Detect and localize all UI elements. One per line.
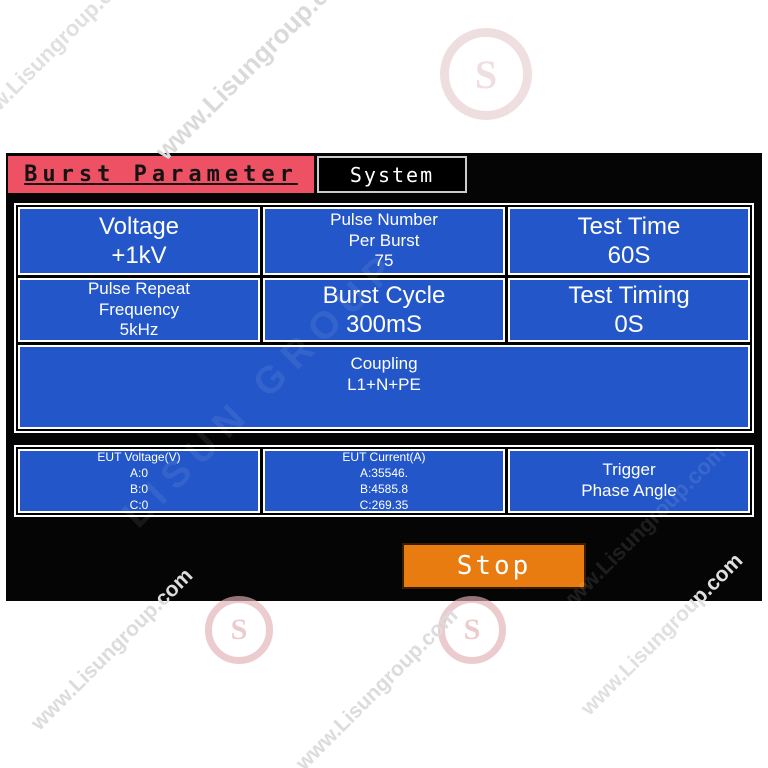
parameter-grid: Voltage +1kV Pulse Number Per Burst 75 T…: [14, 203, 754, 433]
pulse-number-cell[interactable]: Pulse Number Per Burst 75: [263, 207, 505, 275]
burst-cycle-title: Burst Cycle: [322, 281, 446, 309]
lisun-logo-watermark: S: [438, 596, 506, 664]
tab-burst-parameter[interactable]: Burst Parameter: [8, 156, 314, 193]
eut-voltage-b: B:0: [129, 482, 148, 496]
tab-system[interactable]: System: [317, 156, 467, 193]
coupling-value: L1+N+PE: [347, 374, 421, 394]
watermark-text: www.Lisungroup.com: [291, 603, 463, 768]
stop-button-label: Stop: [456, 551, 532, 581]
lisun-logo-letter: S: [474, 51, 498, 97]
eut-voltage-a: A:0: [129, 465, 148, 480]
lisun-logo-watermark: S: [440, 28, 532, 120]
pulse-number-title-1: Pulse Number: [330, 209, 438, 229]
eut-voltage-c: C:0: [129, 498, 149, 513]
pulse-repeat-title-1: Pulse Repeat: [87, 278, 191, 298]
test-time-cell[interactable]: Test Time 60S: [508, 207, 750, 275]
burst-cycle-cell[interactable]: Burst Cycle 300mS: [263, 278, 505, 342]
trigger-title-2: Phase Angle: [581, 481, 677, 500]
stop-button[interactable]: Stop: [402, 543, 586, 589]
pulse-repeat-frequency-cell[interactable]: Pulse Repeat Frequency 5kHz: [18, 278, 260, 342]
tab-system-label: System: [349, 162, 435, 187]
eut-current-cell: EUT Current(A) A:35546. B:4585.8 C:269.3…: [263, 449, 505, 513]
lisun-logo-watermark: S: [205, 596, 273, 664]
device-screen: Burst Parameter System Voltage +1kV Puls…: [6, 153, 762, 601]
test-time-value: 60S: [607, 242, 651, 269]
lisun-logo-letter: S: [463, 613, 481, 646]
burst-cycle-value: 300mS: [345, 311, 423, 338]
eut-current-c: C:269.35: [359, 498, 409, 513]
voltage-cell[interactable]: Voltage +1kV: [18, 207, 260, 275]
eut-voltage-cell: EUT Voltage(V) A:0 B:0 C:0: [18, 449, 260, 513]
pulse-number-value: 75: [374, 251, 394, 271]
watermark-text: www.Lisungroup.com: [149, 0, 362, 166]
tab-burst-parameter-label: Burst Parameter: [24, 162, 298, 187]
eut-current-a: A:35546.: [359, 465, 409, 480]
eut-voltage-title: EUT Voltage(V): [97, 449, 181, 464]
lisun-logo-letter: S: [230, 613, 248, 646]
coupling-title: Coupling: [350, 354, 418, 373]
pulse-repeat-title-2: Frequency: [98, 299, 180, 319]
trigger-phase-angle-cell[interactable]: Trigger Phase Angle: [508, 449, 750, 513]
voltage-title: Voltage: [98, 212, 180, 240]
eut-current-b: B:4585.8: [359, 482, 409, 496]
pulse-repeat-value: 5kHz: [119, 320, 159, 340]
pulse-number-title-2: Per Burst: [348, 230, 420, 250]
coupling-cell[interactable]: Coupling L1+N+PE: [18, 345, 750, 429]
test-timing-cell[interactable]: Test Timing 0S: [508, 278, 750, 342]
test-timing-value: 0S: [614, 311, 644, 338]
readout-grid: EUT Voltage(V) A:0 B:0 C:0 EUT Current(A…: [14, 445, 754, 517]
eut-current-title: EUT Current(A): [342, 449, 426, 464]
test-time-title: Test Time: [577, 212, 681, 240]
trigger-title-1: Trigger: [602, 460, 656, 480]
voltage-value: +1kV: [111, 242, 167, 269]
test-timing-title: Test Timing: [568, 281, 690, 309]
watermark-text: www.Lisungroup.com: [0, 0, 141, 140]
